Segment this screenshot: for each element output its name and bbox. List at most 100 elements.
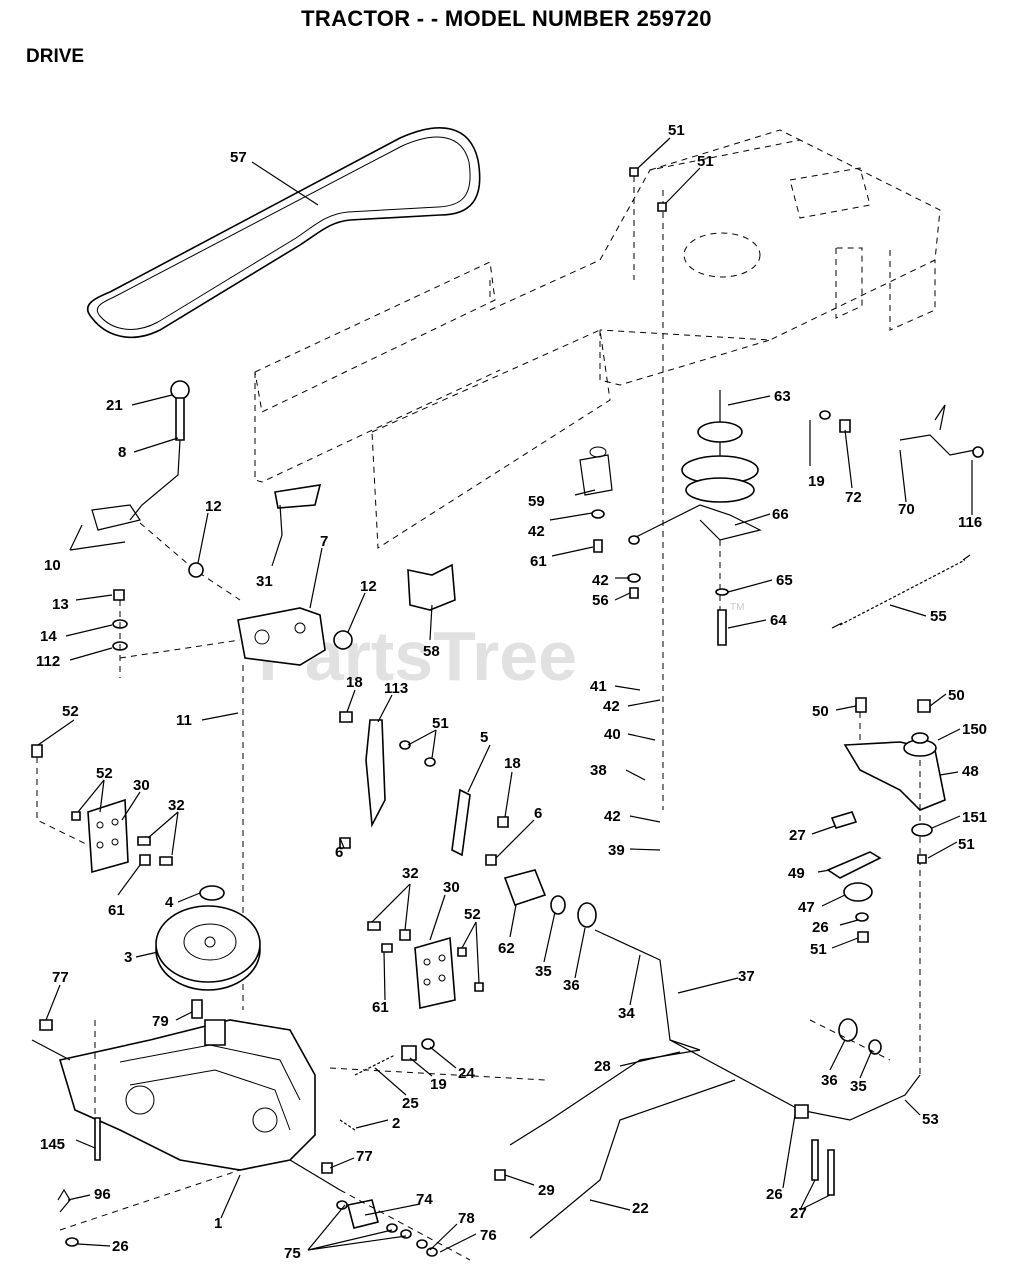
- callout-label: 53: [922, 1111, 939, 1128]
- callout-label: 26: [812, 919, 829, 936]
- callout-label: 56: [592, 592, 609, 609]
- callout-label: 13: [52, 596, 69, 613]
- callout-label: 31: [256, 573, 273, 590]
- callout-label: 27: [790, 1205, 807, 1222]
- callout-label: 57: [230, 149, 247, 166]
- callout-label: 35: [850, 1078, 867, 1095]
- callout-label: 38: [590, 762, 607, 779]
- callout-label: 24: [458, 1065, 475, 1082]
- belt-guide-59: [579, 446, 613, 553]
- lever-bracket: [119, 484, 353, 1010]
- callout-label: 76: [480, 1227, 497, 1244]
- callout-label: 70: [898, 501, 915, 518]
- callout-label: 42: [603, 698, 620, 715]
- brackets-113-5: [339, 711, 509, 866]
- callout-label: 27: [789, 827, 806, 844]
- callout-label: 7: [320, 533, 328, 550]
- callout-label: 5: [480, 729, 488, 746]
- watermark-trademark: TM: [730, 602, 744, 613]
- hardware-13-14-112: [112, 589, 128, 678]
- callout-label: 42: [528, 523, 545, 540]
- callout-label: 61: [530, 553, 547, 570]
- drive-belt: [86, 127, 481, 339]
- mounting-nuts-51: [629, 167, 667, 280]
- callout-label: 52: [96, 765, 113, 782]
- callout-label: 51: [432, 715, 449, 732]
- callout-label: 47: [798, 899, 815, 916]
- callout-label: 6: [534, 805, 542, 822]
- callout-label: 30: [133, 777, 150, 794]
- callout-label: 49: [788, 865, 805, 882]
- callout-label: 30: [443, 879, 460, 896]
- callout-label: 112: [36, 653, 60, 670]
- section-title: DRIVE: [26, 46, 85, 67]
- bracket-58: [407, 563, 456, 611]
- callout-label: 96: [94, 1186, 111, 1203]
- callout-label: 14: [40, 628, 57, 645]
- callout-label: 12: [205, 498, 222, 515]
- transmission-pulley-3: [155, 885, 261, 1019]
- callout-label: 58: [423, 643, 440, 660]
- page-title: TRACTOR - - MODEL NUMBER 259720: [301, 6, 712, 31]
- callout-label: 51: [697, 153, 714, 170]
- callout-label: 10: [44, 557, 61, 574]
- callout-label: 116: [958, 514, 982, 531]
- callout-label: 151: [962, 809, 987, 826]
- callout-label: 32: [168, 797, 185, 814]
- callout-label: 42: [604, 808, 621, 825]
- callout-label: 6: [335, 844, 343, 861]
- plate-30-center: [367, 921, 484, 1009]
- callout-label: 19: [808, 473, 825, 490]
- callout-label: 32: [402, 865, 419, 882]
- callout-label: 22: [632, 1200, 649, 1217]
- callout-label: 52: [62, 703, 79, 720]
- callout-label: 51: [810, 941, 827, 958]
- callout-label: 74: [416, 1191, 433, 1208]
- callout-label: 51: [668, 122, 685, 139]
- callout-label: 41: [590, 678, 607, 695]
- callout-label: 50: [812, 703, 829, 720]
- spring-55: [831, 554, 971, 629]
- callout-label: 12: [360, 578, 377, 595]
- callout-label: 2: [392, 1115, 400, 1132]
- callout-label: 61: [372, 999, 389, 1016]
- callout-label: 75: [284, 1245, 301, 1262]
- idler-rod-70: [819, 404, 984, 458]
- plate-30-left: [31, 744, 173, 874]
- callout-label: 1: [214, 1215, 222, 1232]
- callout-label: 26: [112, 1238, 129, 1255]
- callout-label: 21: [106, 397, 123, 414]
- callout-label: 145: [40, 1136, 65, 1153]
- callout-label: 42: [592, 572, 609, 589]
- callout-label: 66: [772, 506, 789, 523]
- callout-label: 59: [528, 493, 545, 510]
- callout-label: 63: [774, 388, 791, 405]
- callout-label: 79: [152, 1013, 169, 1030]
- callout-label: 18: [504, 755, 521, 772]
- callout-label: 40: [604, 726, 621, 743]
- callout-label: 8: [118, 444, 126, 461]
- callout-label: 78: [458, 1210, 475, 1227]
- idler-arm-pulley: [627, 190, 762, 810]
- callout-label: 18: [346, 674, 363, 691]
- callout-label: 61: [108, 902, 125, 919]
- callout-labels: 57 51 51 21 8 63 19 72 70 116 12 10 59 4…: [36, 122, 987, 1262]
- callout-label: 65: [776, 572, 793, 589]
- callout-label: 26: [766, 1186, 783, 1203]
- callout-label: 64: [770, 612, 787, 629]
- callout-label: 51: [958, 836, 975, 853]
- callout-label: 19: [430, 1076, 447, 1093]
- callout-label: 34: [618, 1005, 635, 1022]
- callout-label: 39: [608, 842, 625, 859]
- callout-label: 72: [845, 489, 862, 506]
- shift-lever: [91, 380, 241, 601]
- callout-label: 48: [962, 763, 979, 780]
- cross-shaft-34: [494, 869, 921, 1239]
- bolts-27: [811, 1139, 835, 1196]
- transaxle-1: [31, 1019, 341, 1191]
- leader-lines: [37, 137, 973, 1253]
- callout-label: 36: [821, 1072, 838, 1089]
- callout-label: 77: [52, 969, 69, 986]
- callout-label: 113: [384, 680, 408, 697]
